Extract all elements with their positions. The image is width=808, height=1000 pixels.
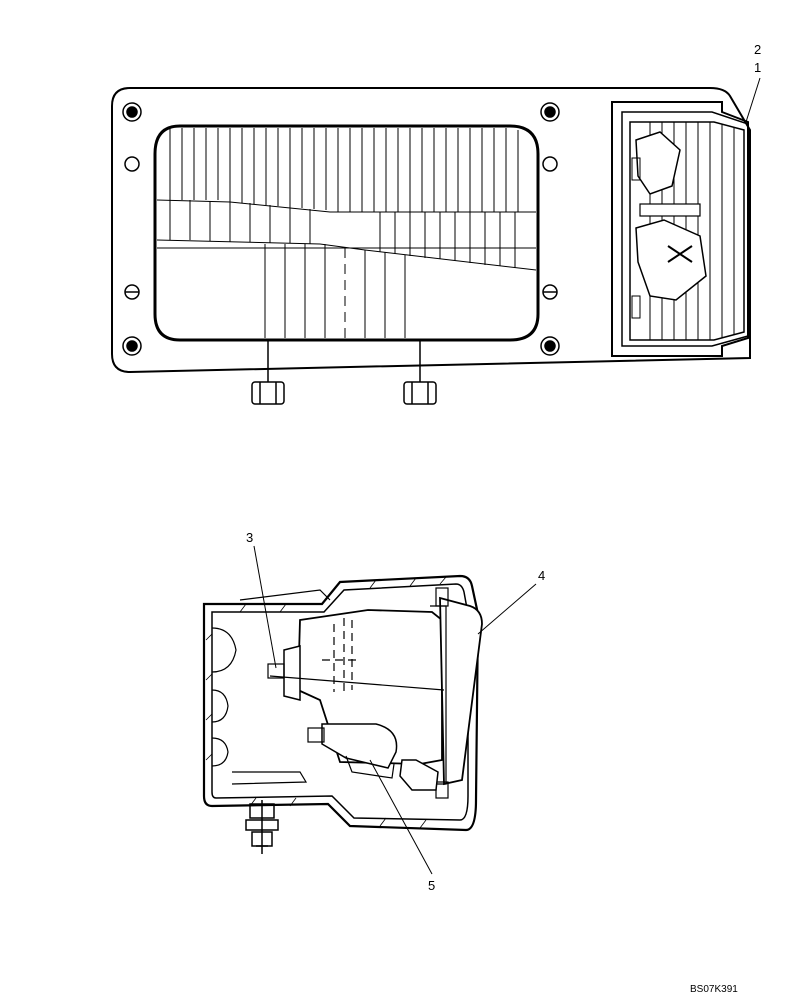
callout-leader-1 (745, 77, 761, 123)
lens-frame (153, 124, 540, 342)
mounting-hole (542, 156, 558, 172)
mounting-bolt (245, 800, 279, 854)
callout-leader-5 (369, 759, 433, 875)
lens-pattern (156, 128, 537, 338)
callout-leader-4 (477, 583, 537, 635)
nut-icon (251, 381, 285, 405)
housing-wall (202, 574, 480, 832)
callout-4: 4 (538, 568, 545, 583)
callout-2: 2 (754, 42, 761, 57)
headlamp-housing (111, 87, 751, 374)
nut-icon (403, 381, 437, 405)
mounting-hole (124, 156, 140, 172)
callout-3: 3 (246, 530, 253, 545)
callout-5: 5 (428, 878, 435, 893)
side-light-module (611, 101, 749, 357)
screw-icon (122, 102, 142, 122)
headlamp-section-view (202, 545, 537, 875)
callout-leader-3 (253, 545, 277, 669)
mounting-studs (251, 340, 437, 405)
screw-icon (122, 336, 142, 356)
screw-icon (540, 102, 560, 122)
corner-screws (122, 102, 560, 356)
lens-front (439, 596, 483, 786)
screw-icon (540, 336, 560, 356)
bulb-socket (283, 645, 301, 701)
drawing-reference: BS07K391 (690, 984, 738, 995)
wall-hatching (205, 576, 447, 829)
auxiliary-bulb (321, 723, 398, 769)
headlamp-front-view (111, 77, 761, 405)
callout-1: 1 (754, 60, 761, 75)
